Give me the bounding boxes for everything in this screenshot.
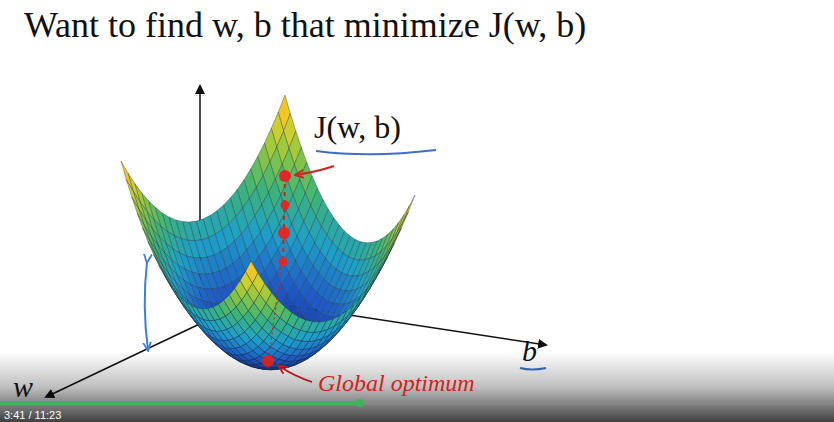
progress-track <box>0 401 834 405</box>
mesh-cell <box>162 264 174 286</box>
annotation: Global optimum <box>318 370 475 396</box>
slide-title: Want to find w, b that minimize J(w, b) <box>24 6 586 46</box>
mesh-cell <box>385 232 397 256</box>
dashed-path <box>283 176 285 262</box>
video-time: 3:41 / 11:23 <box>4 409 61 421</box>
progress-fill <box>0 401 360 405</box>
mesh-cell <box>397 205 409 231</box>
surface-mesh <box>121 95 415 370</box>
mesh-cell <box>403 195 415 223</box>
mesh-cell <box>143 228 155 254</box>
mesh-cell <box>132 197 144 225</box>
step-dot <box>279 258 288 267</box>
descent-path <box>262 166 334 382</box>
mesh-cell <box>126 180 138 209</box>
axis-label: b <box>522 334 537 367</box>
progress-knob <box>356 399 364 407</box>
step-dot <box>281 201 290 210</box>
start-arrow <box>296 166 334 175</box>
dotted-drop <box>269 268 281 356</box>
mesh-cell <box>137 213 149 240</box>
underline <box>316 150 436 154</box>
function-label: J(w, b) <box>314 110 401 145</box>
mesh-cell <box>150 240 162 264</box>
mesh-cell <box>121 161 133 192</box>
mesh-cell <box>246 261 258 283</box>
mesh-cell <box>366 270 378 290</box>
mesh-cell <box>348 298 360 316</box>
mesh-cell <box>373 256 385 277</box>
mesh-cell <box>155 254 167 277</box>
mesh-cell <box>355 290 367 309</box>
height-arrow <box>145 262 148 350</box>
b-axis <box>250 300 546 345</box>
axis-label: w <box>13 370 33 403</box>
player-shade <box>0 352 834 422</box>
step-dot <box>278 227 290 239</box>
step-dot <box>279 170 291 182</box>
